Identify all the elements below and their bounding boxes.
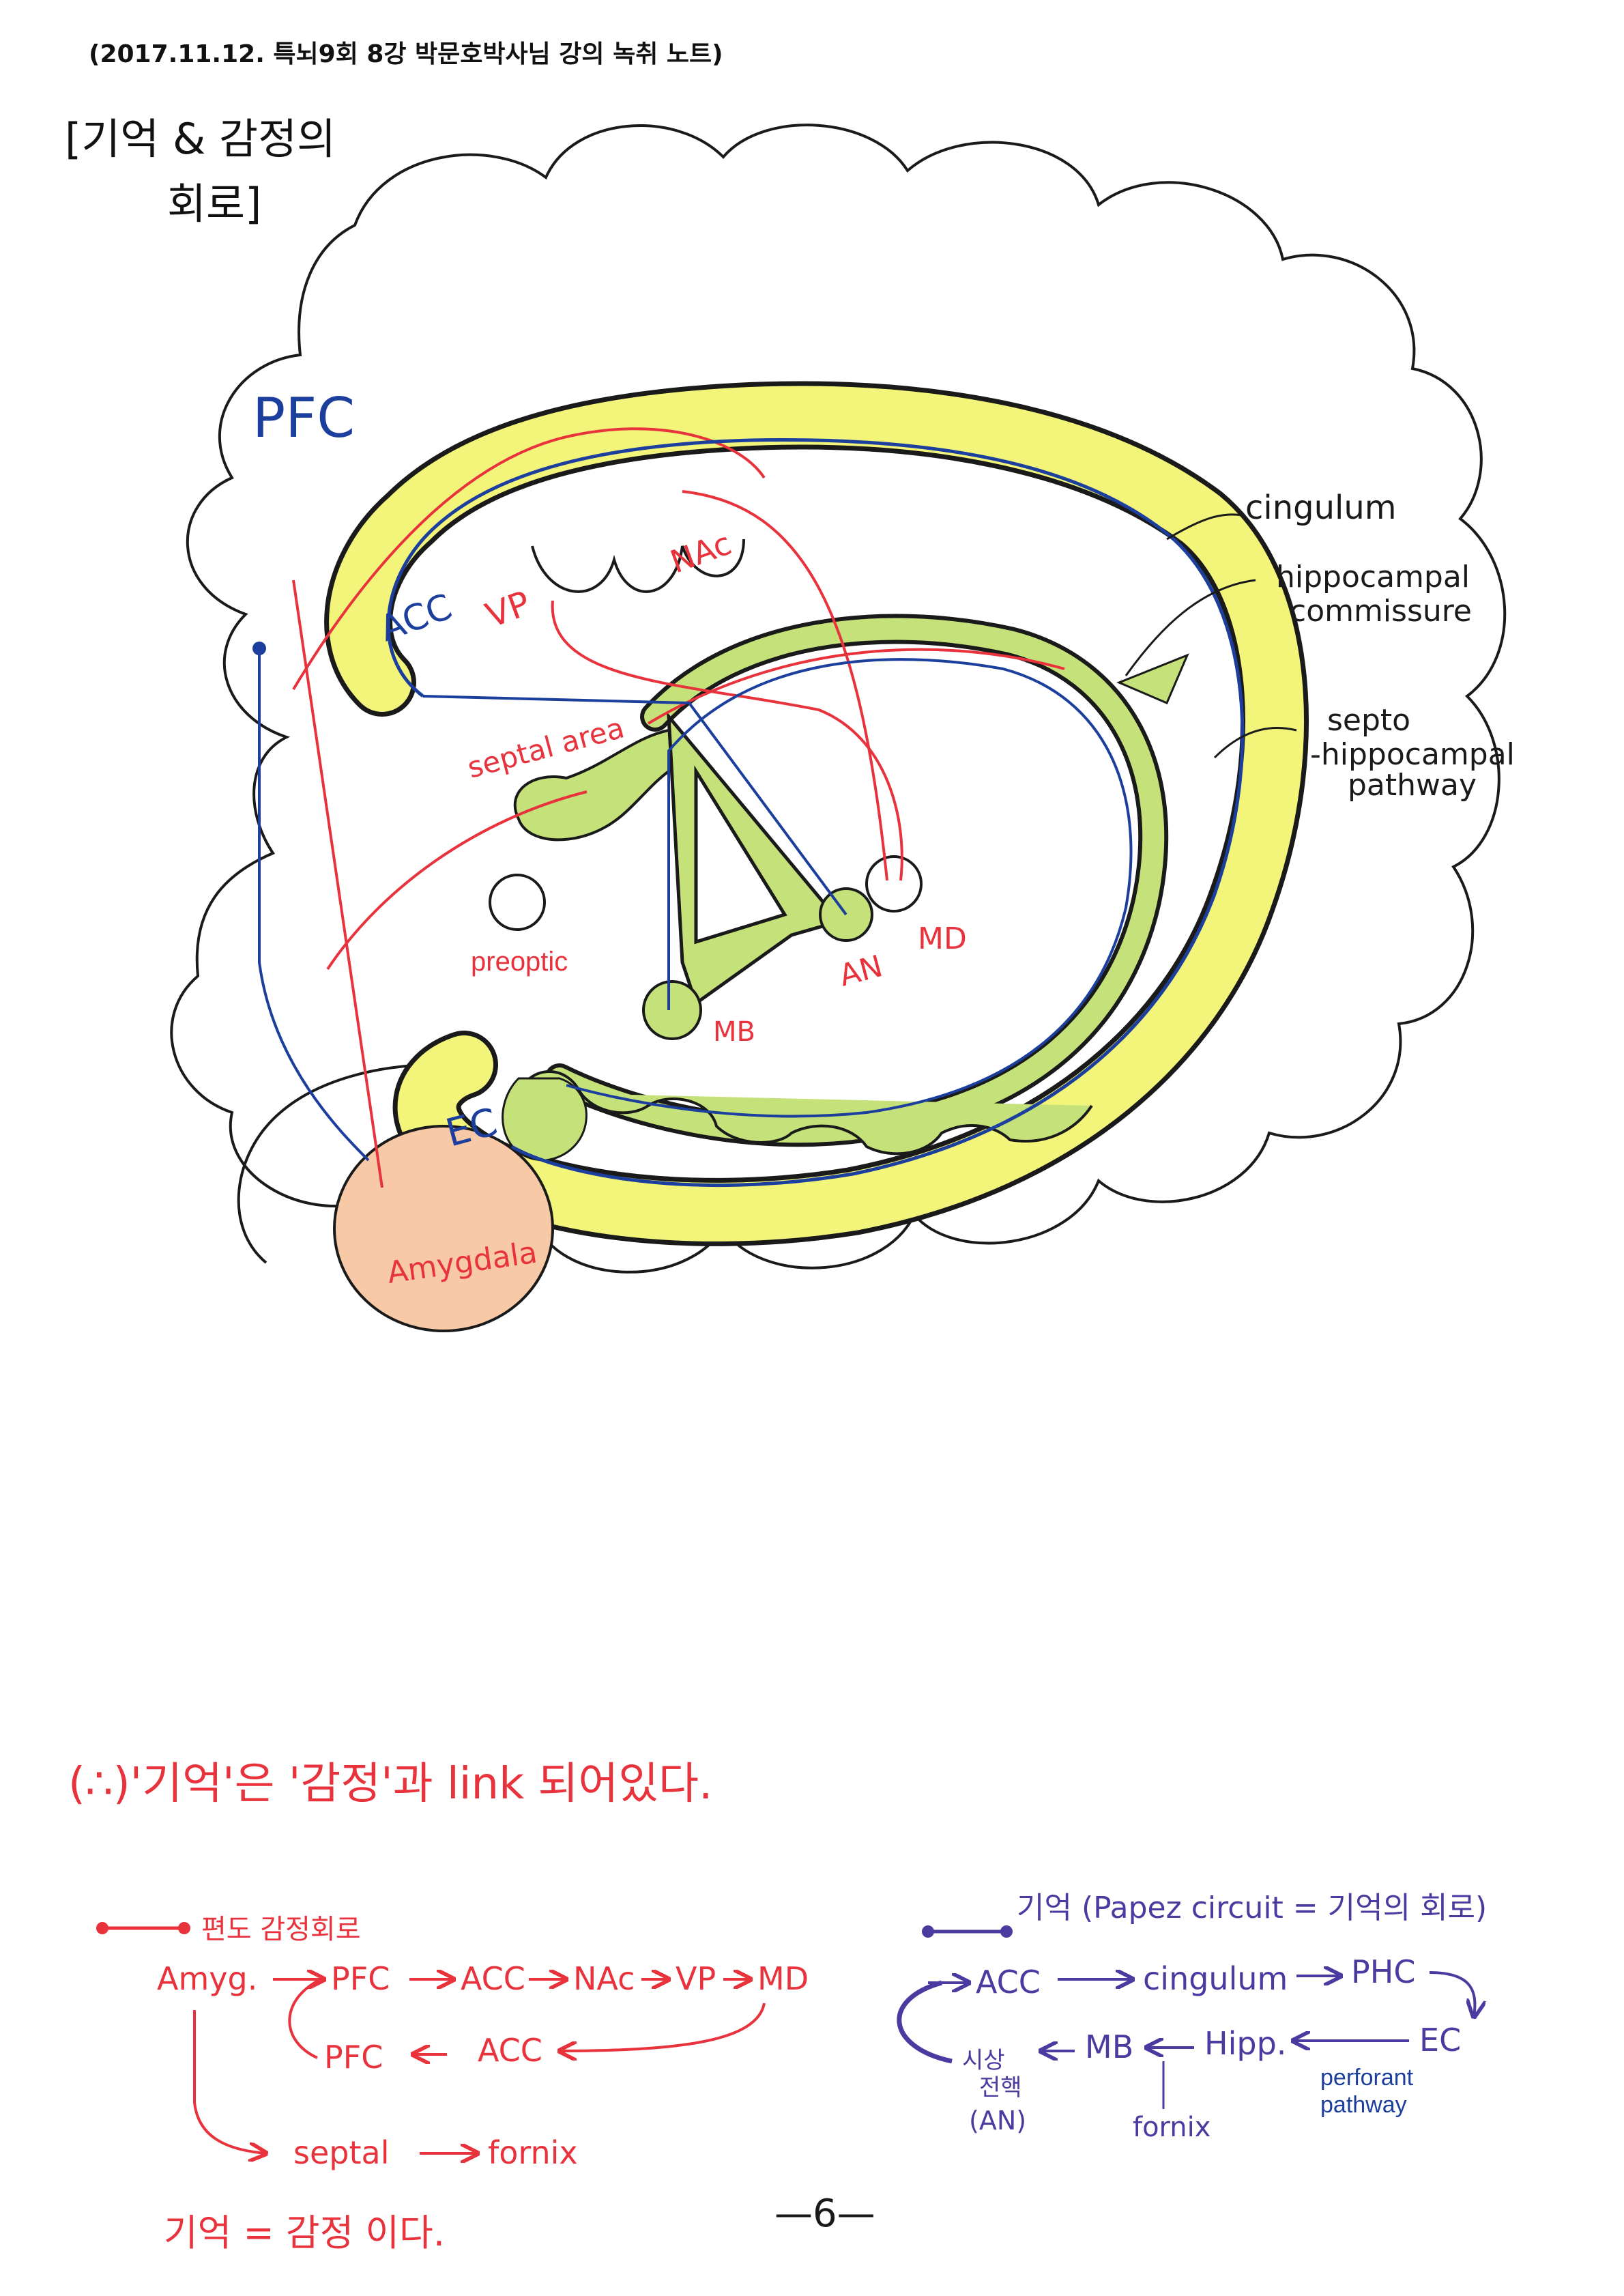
label-an: AN: [836, 949, 886, 994]
page-number: —6—: [774, 2192, 875, 2236]
annotation-cingulum: cingulum: [1245, 489, 1397, 527]
blue-perforant-1: perforant: [1320, 2065, 1414, 2091]
cingulum-pointer: [1166, 513, 1243, 541]
page-header: (2017.11.12. 특뇌9회 8강 박문호박사님 강의 녹취 노트): [89, 40, 723, 68]
blue-thalamus-2: 전핵: [979, 2074, 1022, 2101]
blue-mb: MB: [1085, 2028, 1133, 2065]
red-row1-acc: ACC: [461, 1960, 525, 1997]
amygdala-shape: [333, 1125, 554, 1332]
note-therefore: (∴)'기억'은 '감정'과 link 되어있다.: [68, 1759, 712, 1809]
red-conclusion: 기억 = 감정 이다.: [164, 2211, 445, 2254]
red-row3-septal: septal: [293, 2134, 389, 2171]
label-vp: VP: [480, 584, 535, 636]
blue-row1-acc: ACC: [976, 1964, 1041, 2000]
red-loop-return: [560, 2003, 766, 2051]
red-legend-label: 편도 감정회로: [201, 1914, 361, 1945]
red-legend-dot-right: [178, 1922, 190, 1934]
annotation-septo-2: -hippocampal: [1310, 737, 1515, 772]
label-pfc: PFC: [252, 386, 355, 450]
red-pathway-acc-nac: [682, 490, 888, 881]
label-preoptic: preoptic: [471, 947, 568, 977]
blue-pathway-pfc: [258, 648, 370, 1162]
blue-arrow-phc-ec: [1429, 1971, 1475, 2017]
blue-thalamus-3: (AN): [969, 2106, 1026, 2136]
red-row1-amyg: Amyg.: [157, 1960, 257, 1997]
red-pathway-vp-md: [551, 600, 903, 881]
red-row1-md: MD: [757, 1960, 809, 1997]
red-branch-septal: [193, 2010, 266, 2153]
blue-row1-cingulum: cingulum: [1143, 1960, 1288, 1997]
pfc-neuron: [252, 642, 266, 655]
blue-thalamus-1: 시상: [962, 2047, 1005, 2074]
blue-pathway-fornix: [566, 658, 1133, 1118]
blue-pathway-cingulum: [386, 437, 1245, 1188]
blue-perforant-2: pathway: [1320, 2092, 1407, 2118]
annotation-septo-1: septo: [1327, 703, 1410, 738]
blue-pathway-acc-an: [422, 695, 847, 916]
hippocampal-pointer: [1125, 579, 1256, 676]
vp-nac-bulges: [531, 539, 745, 593]
hippocampal-commissure: [1116, 653, 1189, 704]
blue-row2-ec: EC: [1419, 2022, 1461, 2058]
blue-legend-dot-left: [922, 1925, 934, 1938]
red-loop-pfc: [288, 1978, 321, 2059]
md-nucleus: [865, 855, 923, 913]
mammillothalamic-tract: [667, 711, 843, 1007]
blue-row2-hipp: Hipp.: [1204, 2025, 1286, 2062]
cingulum-fill: [329, 386, 1304, 1242]
red-row1-nac: NAc: [573, 1960, 635, 1997]
brain-outline: [170, 124, 1507, 1274]
preoptic-circle: [489, 874, 546, 931]
annotation-hippocampal-1: hippocampal: [1276, 560, 1470, 594]
red-pathway-septal: [326, 790, 588, 971]
blue-fornix: fornix: [1133, 2112, 1210, 2143]
blue-row1-phc: PHC: [1351, 1953, 1415, 1990]
blue-legend-dot-right: [1000, 1925, 1013, 1938]
red-row3-fornix: fornix: [488, 2134, 578, 2171]
red-row2-acc: ACC: [478, 2032, 542, 2069]
red-legend-dot-left: [96, 1922, 108, 1934]
label-md: MD: [918, 921, 967, 956]
label-mb: MB: [713, 1016, 755, 1048]
red-pathway-fornix: [647, 648, 1065, 725]
hippocampus: [517, 1070, 1093, 1156]
septo-pointer: [1213, 726, 1297, 759]
diagram-title-line2: 회로]: [167, 179, 261, 229]
diagram-title-line1: [기억 & 감정의: [65, 114, 336, 164]
red-row2-pfc: PFC: [324, 2039, 383, 2076]
red-row1-vp: VP: [676, 1960, 716, 1997]
annotation-hippocampal-2: commissure: [1290, 594, 1472, 629]
red-row1-pfc: PFC: [331, 1960, 390, 1997]
blue-loop-thalamus-acc: [897, 1980, 953, 2064]
blue-legend-label: 기억 (Papez circuit = 기억의 회로): [1017, 1891, 1487, 1925]
red-pathway-pfc: [292, 579, 383, 1188]
temporal-lobe-outline: [237, 1063, 437, 1264]
annotation-septo-3: pathway: [1348, 768, 1477, 803]
mammillary-body: [642, 980, 702, 1040]
